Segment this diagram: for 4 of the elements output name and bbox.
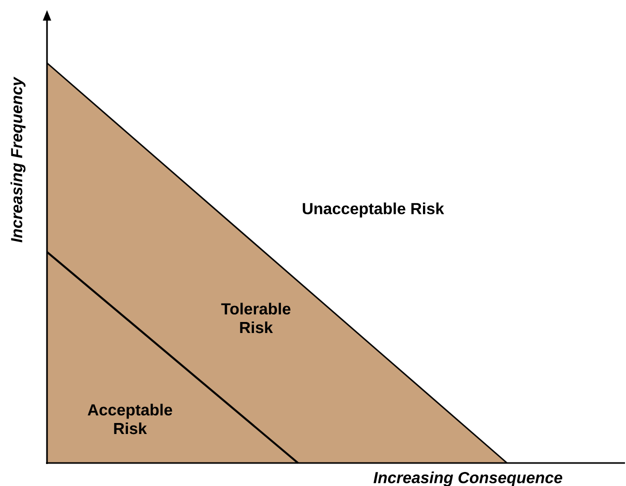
node-label: Acceptable Risk xyxy=(88,404,172,434)
axis-label: Increasing Consequence xyxy=(374,472,562,486)
axis-label: Increasing Frequency xyxy=(10,76,26,242)
region-label: Unacceptable Risk xyxy=(302,202,444,218)
